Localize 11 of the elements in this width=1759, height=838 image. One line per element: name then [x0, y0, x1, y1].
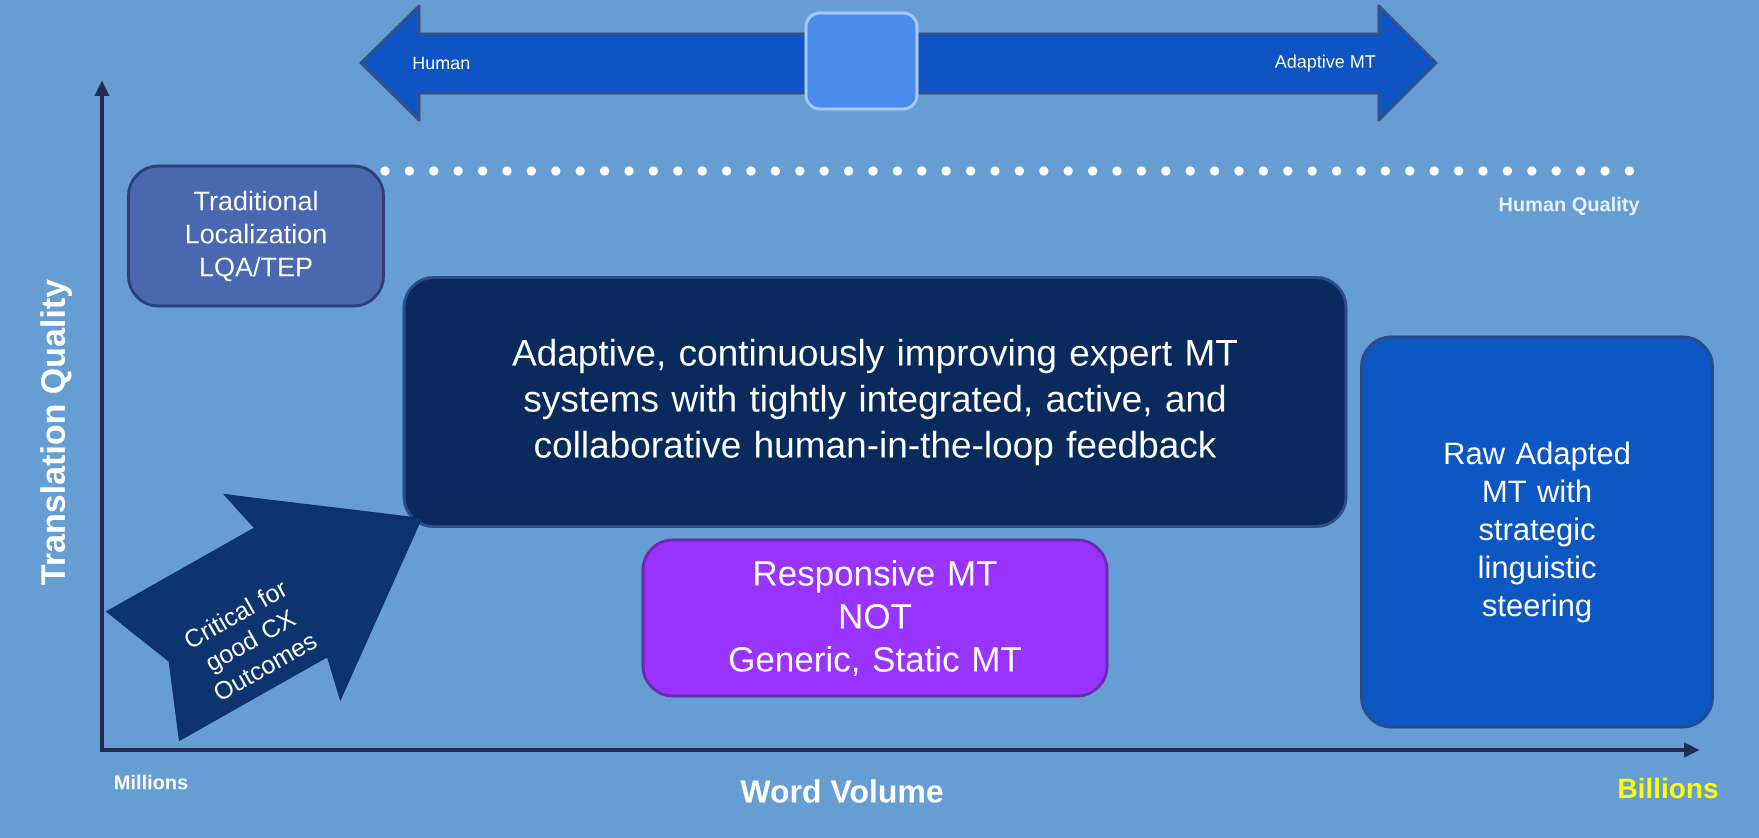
text-box: Responsive MT NOT Generic, Static MT — [641, 538, 1109, 698]
text-box: Adaptive, continuously improving expert MT systems with tightly integrated, active, and collaborative human-in-the-loop feedback — [402, 276, 1348, 528]
line-label: Human Quality — [1499, 196, 1640, 216]
axis-title: Translation Quality — [40, 279, 72, 585]
axis-end-label: Billions — [1619, 777, 1718, 799]
text-box: Raw Adapted MT with strategic linguistic steering — [1360, 335, 1714, 729]
axis-title: Word Volume — [740, 779, 943, 803]
scale-label: Human — [413, 56, 470, 70]
axis-end-label: Millions — [115, 774, 188, 790]
text-box: Traditional Localization LQA/TEP — [127, 164, 385, 308]
scale-label: Adaptive MT — [1274, 54, 1376, 72]
